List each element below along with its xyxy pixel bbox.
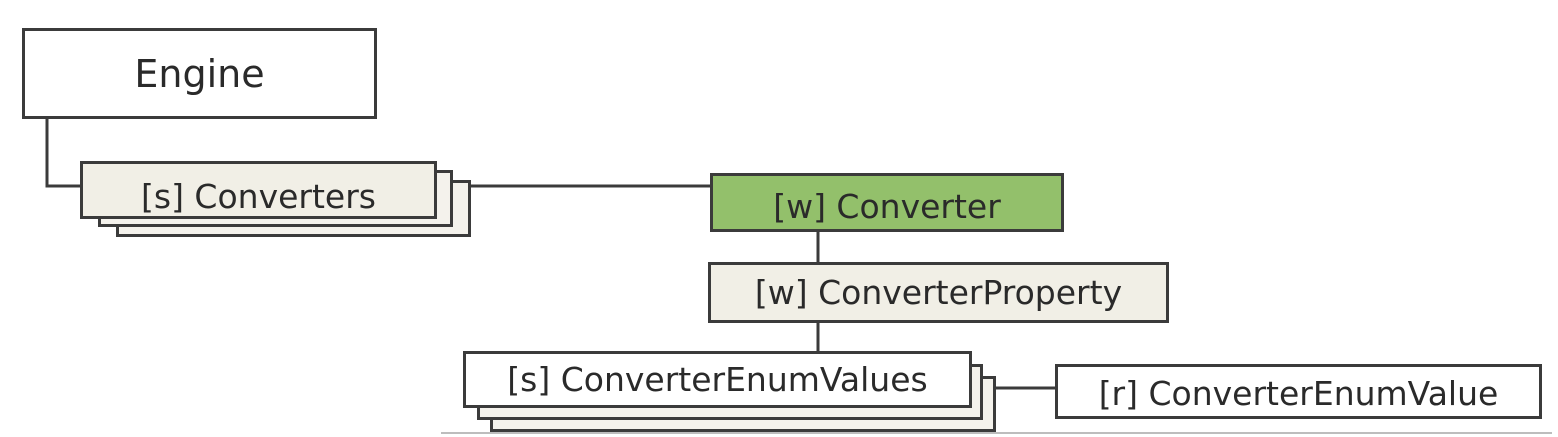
node-converter-enum-values[interactable]: [s] ConverterEnumValues (463, 351, 972, 408)
node-converter[interactable]: [w] Converter (710, 173, 1064, 232)
node-converter-enum-values-label: [s] ConverterEnumValues (507, 360, 928, 399)
node-converter-property-label: [w] ConverterProperty (754, 273, 1123, 312)
node-converter-enum-value-label: [r] ConverterEnumValue (1098, 374, 1499, 413)
node-engine-label: Engine (134, 51, 265, 96)
node-converter-label: [w] Converter (773, 187, 1001, 226)
node-converter-enum-value[interactable]: [r] ConverterEnumValue (1055, 364, 1542, 419)
node-converters-label: [s] Converters (141, 176, 376, 216)
edge-engine-converters (45, 118, 82, 188)
node-engine[interactable]: Engine (22, 28, 377, 119)
node-converter-property[interactable]: [w] ConverterProperty (708, 262, 1169, 323)
node-converters[interactable]: [s] Converters (80, 161, 437, 219)
